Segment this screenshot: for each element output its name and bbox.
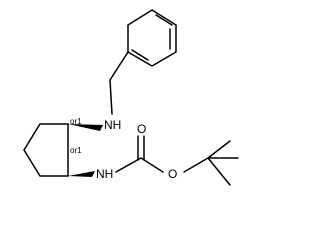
cyclohexane-ring — [23, 123, 103, 177]
boc-group — [115, 135, 239, 186]
benzene-ring — [127, 9, 177, 67]
stereo-label-bottom: or1 — [70, 146, 82, 155]
wedge-bond-top — [68, 124, 103, 131]
wedge-bond-bottom — [68, 171, 95, 177]
atom-label-carbonyl-oxygen: O — [137, 122, 146, 136]
atom-label-nh-bottom: NH — [96, 167, 113, 181]
chemical-structure-diagram: NH NH O O or1 or1 — [23, 9, 239, 186]
atom-label-ester-oxygen: O — [168, 167, 177, 181]
stereo-label-top: or1 — [70, 117, 82, 126]
benzyl-linker — [109, 51, 129, 115]
atom-label-nh-top: NH — [104, 118, 121, 132]
